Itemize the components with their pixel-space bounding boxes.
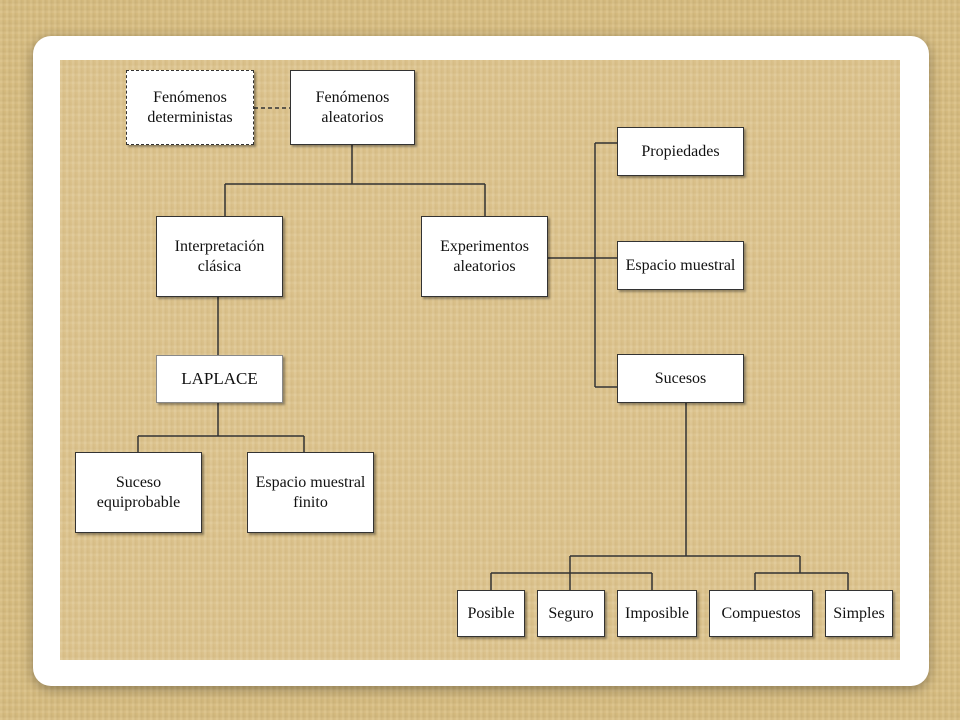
node-espacio-muestral: Espacio muestral	[617, 241, 744, 290]
node-label-line2: equiprobable	[96, 493, 181, 511]
node-label: LAPLACE	[181, 369, 258, 389]
node-sucesos: Sucesos	[617, 354, 744, 403]
node-label-line1: Interpretación	[174, 237, 265, 255]
node-imposible: Imposible	[617, 590, 697, 637]
node-label-line2: finito	[293, 493, 328, 511]
node-label-line1: Fenómenos	[315, 88, 390, 106]
node-fenomenos-deterministas: Fenómenos deterministas	[126, 70, 254, 145]
node-laplace: LAPLACE	[156, 355, 283, 403]
node-label: Propiedades	[641, 142, 720, 160]
node-posible: Posible	[457, 590, 525, 637]
node-espacio-muestral-finito: Espacio muestral finito	[247, 452, 374, 533]
node-label-line2: aleatorios	[321, 108, 384, 126]
node-label: Seguro	[548, 604, 594, 622]
node-experimentos-aleatorios: Experimentos aleatorios	[421, 216, 548, 297]
node-compuestos: Compuestos	[709, 590, 813, 637]
node-interpretacion-clasica: Interpretación clásica	[156, 216, 283, 297]
node-label: Imposible	[625, 604, 689, 622]
node-fenomenos-aleatorios: Fenómenos aleatorios	[290, 70, 415, 145]
node-label: Posible	[467, 604, 515, 622]
node-propiedades: Propiedades	[617, 127, 744, 176]
node-label: Espacio muestral	[625, 256, 736, 274]
node-label-line2: clásica	[197, 257, 242, 275]
node-label-line2: deterministas	[147, 108, 233, 126]
node-label-line1: Suceso	[115, 473, 162, 491]
node-label: Simples	[833, 604, 885, 622]
node-label-line1: Fenómenos	[153, 88, 227, 106]
node-label: Compuestos	[721, 604, 801, 622]
node-seguro: Seguro	[537, 590, 605, 637]
node-label: Sucesos	[654, 369, 707, 387]
node-suceso-equiprobable: Suceso equiprobable	[75, 452, 202, 533]
node-label-line2: aleatorios	[453, 257, 516, 275]
node-label-line1: Espacio muestral	[255, 473, 366, 491]
node-simples: Simples	[825, 590, 893, 637]
node-label-line1: Experimentos	[440, 237, 529, 255]
